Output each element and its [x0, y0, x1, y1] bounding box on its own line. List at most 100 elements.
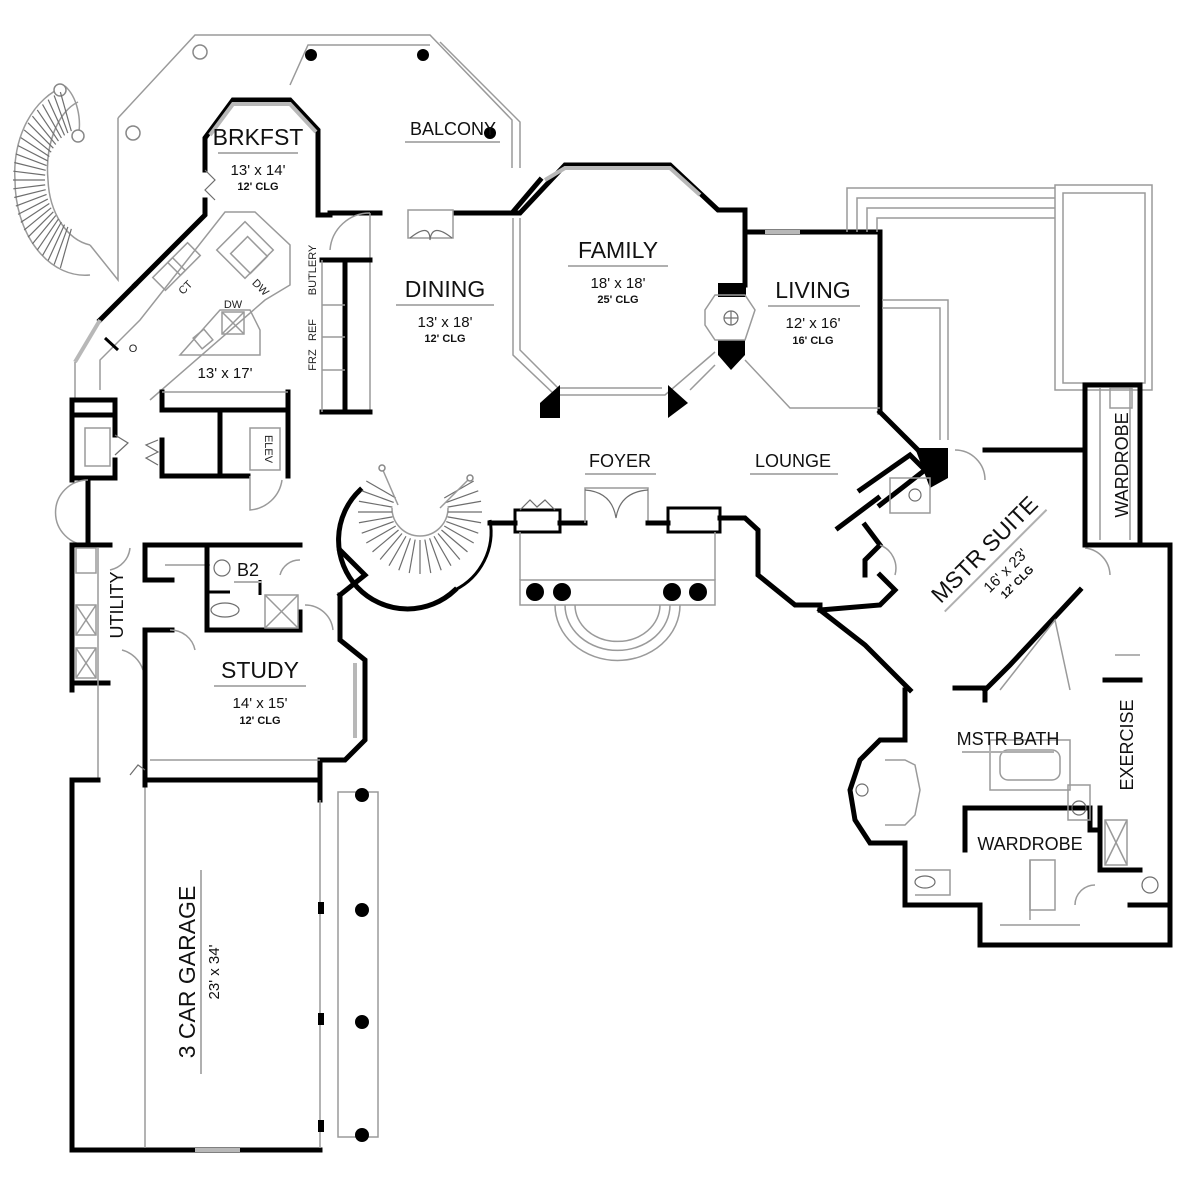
- elevator-block: [54, 389, 291, 548]
- stair-tread: [47, 99, 66, 136]
- room-label-foyer: FOYER: [585, 451, 656, 475]
- stair-tread: [443, 525, 474, 544]
- kitchen: [73, 211, 291, 401]
- room-label-garage: 3 CAR GARAGE 23' x 34': [174, 870, 223, 1074]
- post-open: [125, 125, 141, 141]
- column: [305, 49, 317, 61]
- stair-tread: [13, 170, 46, 176]
- stair-tread: [446, 521, 479, 534]
- room-dimensions: 18' x 18': [591, 275, 646, 292]
- garage: [69, 764, 379, 1153]
- stair-tread: [20, 137, 50, 157]
- column-family-left: [540, 385, 560, 418]
- room-label-b2: B2: [234, 560, 262, 583]
- room-ceiling: 16' CLG: [792, 335, 833, 347]
- room-label-mstr-suite: MSTR SUITE 16' x 23' 12' CLG: [926, 491, 1048, 613]
- room-name: LIVING: [775, 277, 850, 303]
- column: [484, 127, 496, 139]
- family-room-walls: [509, 162, 756, 418]
- patio-rails: [846, 184, 1153, 440]
- room-ceiling: 12' CLG: [424, 333, 465, 345]
- svg-text:REF: REF: [307, 319, 319, 341]
- stair-tread: [388, 535, 407, 566]
- column: [553, 583, 571, 601]
- room-name: DINING: [405, 276, 486, 302]
- stair-tread: [366, 480, 397, 499]
- stair-tread: [358, 500, 393, 508]
- stair-tread: [17, 198, 49, 215]
- room-dimensions: 23' x 34': [206, 944, 223, 999]
- post-open: [192, 44, 208, 60]
- room-name: MSTR SUITE: [926, 491, 1043, 608]
- stair-tread: [361, 521, 394, 534]
- stair-tread: [398, 538, 411, 571]
- column: [689, 583, 707, 601]
- stair-tread: [20, 203, 50, 223]
- room-label-wardrobe-upper: WARDROBE: [1112, 412, 1132, 517]
- room-dimensions: 12' x 16': [786, 315, 841, 332]
- stair-tread: [27, 211, 54, 238]
- room-name: WARDROBE: [1112, 412, 1132, 517]
- stair-tread: [31, 215, 57, 245]
- fixture-label-dishwasher-counter: DW: [249, 277, 271, 299]
- fixture-label-oven: O: [129, 343, 138, 355]
- room-dimensions: 13' x 17': [198, 365, 253, 382]
- room-name: UTILITY: [107, 571, 127, 638]
- room-dimensions: 14' x 15': [233, 695, 288, 712]
- svg-text:DW: DW: [249, 277, 271, 299]
- master-suite-walls: [816, 382, 1173, 948]
- stair-tread: [23, 207, 52, 231]
- stair-tread: [366, 525, 397, 544]
- stair-tread: [447, 516, 482, 524]
- room-ceiling: 25' CLG: [597, 294, 638, 306]
- room-name: STUDY: [221, 657, 299, 683]
- room-label-dining: DINING 13' x 18' 12' CLG: [396, 276, 494, 345]
- living-room-walls: [742, 229, 883, 415]
- column: [526, 583, 544, 601]
- room-label-utility: UTILITY: [107, 571, 127, 638]
- stair-tread: [27, 122, 54, 149]
- stair-tread: [433, 535, 452, 566]
- stair-tread: [53, 226, 69, 265]
- room-label-wardrobe-lower: WARDROBE: [977, 834, 1082, 854]
- breakfast-walls: [131, 97, 333, 289]
- stair-tread: [15, 193, 47, 207]
- fixture-label-butlery: BUTLERY: [307, 244, 319, 295]
- spiral-staircase-exterior: [13, 83, 119, 283]
- stair-tread: [23, 129, 52, 153]
- butlery: [319, 257, 373, 415]
- stair-tread: [14, 161, 46, 171]
- room-name: MSTR BATH: [957, 729, 1060, 749]
- stair-tread: [53, 95, 69, 134]
- stair-tread: [358, 516, 393, 524]
- stair-tread: [441, 529, 468, 553]
- study-walls: [142, 542, 369, 783]
- room-name: FOYER: [589, 451, 651, 471]
- sink-icon: [855, 783, 869, 797]
- stair-tread: [36, 109, 59, 142]
- column: [417, 49, 429, 61]
- bathtub-icon: [999, 749, 1061, 781]
- stair-tread: [14, 189, 46, 199]
- room-label-brkfst: BRKFST 13' x 14' 12' CLG: [213, 124, 304, 193]
- stair-tread: [424, 539, 432, 574]
- room-name: BALCONY: [410, 119, 496, 139]
- stair-tread: [36, 218, 59, 251]
- room-ceiling: 12' CLG: [239, 715, 280, 727]
- fixture-label-elevator: ELEV: [262, 435, 274, 464]
- svg-text:ELEV: ELEV: [262, 435, 274, 464]
- room-ceiling: 12' CLG: [237, 181, 278, 193]
- room-name: WARDROBE: [977, 834, 1082, 854]
- room-name: B2: [237, 560, 259, 580]
- room-label-kitchen: 13' x 17': [198, 365, 253, 382]
- svg-text:BUTLERY: BUTLERY: [307, 244, 319, 295]
- stair-tread: [15, 153, 47, 167]
- fixture-label-cooktop: CT: [176, 278, 195, 297]
- room-label-living: LIVING 12' x 16' 16' CLG: [768, 277, 860, 347]
- stair-tread: [361, 490, 394, 503]
- stair-tread: [437, 533, 461, 560]
- column-family-right: [668, 385, 688, 418]
- stair-tread: [408, 539, 416, 574]
- balcony-outline: [117, 34, 521, 168]
